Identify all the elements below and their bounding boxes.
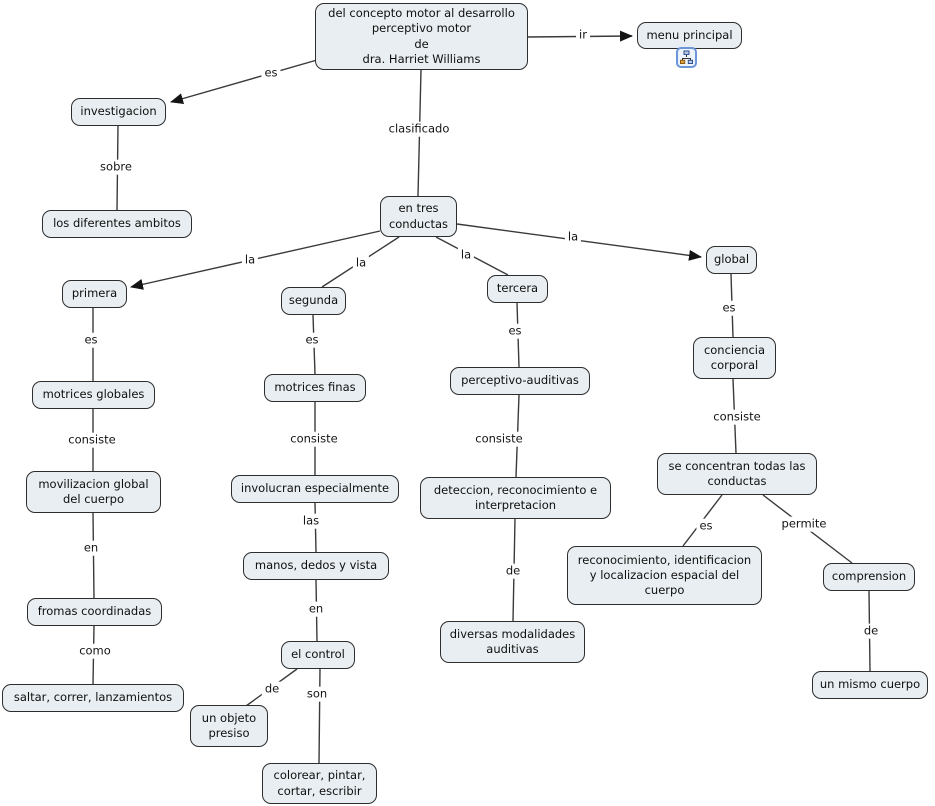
link-label-investigacion--los-diferentes-ambitos[interactable]: sobre — [97, 159, 135, 175]
link-label-en-tres-conductas--segunda[interactable]: la — [352, 255, 370, 271]
concept-node-global[interactable]: global — [706, 246, 757, 274]
concept-node-reconocimiento-espacial[interactable]: reconocimiento, identificacion y localiz… — [567, 546, 762, 605]
concept-node-label: motrices finas — [274, 380, 356, 395]
concept-node-tercera[interactable]: tercera — [487, 275, 548, 303]
concept-node-comprension[interactable]: comprension — [823, 563, 915, 591]
concept-node-primera[interactable]: primera — [62, 280, 127, 308]
concept-node-label: global — [713, 252, 750, 267]
link-label-global--conciencia-corporal[interactable]: es — [719, 300, 739, 316]
concept-node-label: perceptivo-auditivas — [461, 373, 579, 388]
concept-node-colorear-pintar[interactable]: colorear, pintar, cortar, escribir — [262, 763, 377, 804]
link-label-se-concentran--comprension[interactable]: permite — [778, 516, 830, 532]
concept-node-deteccion-reconocimiento[interactable]: deteccion, reconocimiento e interpretaci… — [420, 477, 611, 519]
concept-node-label: involucran especialmente — [240, 481, 390, 496]
concept-node-movilizacion-global[interactable]: movilizacion global del cuerpo — [26, 471, 161, 513]
concept-node-label: primera — [71, 286, 118, 301]
concept-node-motrices-finas[interactable]: motrices finas — [264, 374, 366, 402]
link-line-el-control--colorear-pintar — [318, 668, 321, 764]
link-label-manos-dedos-vista--el-control[interactable]: en — [305, 601, 327, 617]
cmap-resource-icon[interactable] — [676, 47, 697, 68]
concept-node-label: reconocimiento, identificacion y localiz… — [577, 552, 752, 598]
link-label-en-tres-conductas--tercera[interactable]: la — [457, 247, 475, 263]
concept-node-investigacion[interactable]: investigacion — [71, 98, 166, 126]
link-line-titulo--investigacion — [170, 59, 318, 104]
concept-node-label: menu principal — [646, 27, 733, 42]
concept-node-label: comprension — [831, 569, 907, 584]
concept-node-involucran-especialmente[interactable]: involucran especialmente — [231, 475, 399, 503]
concept-node-label: los diferentes ambitos — [53, 216, 181, 231]
concept-node-en-tres-conductas[interactable]: en tres conductas — [380, 196, 457, 237]
concept-node-label: del concepto motor al desarrollo percept… — [328, 6, 515, 66]
cmap-glyph-icon — [680, 50, 693, 65]
link-line-movilizacion-global--fromas-coordinadas — [92, 512, 95, 599]
concept-node-label: diversas modalidades auditivas — [449, 626, 576, 656]
concept-node-segunda[interactable]: segunda — [281, 287, 346, 315]
concept-node-el-control[interactable]: el control — [281, 641, 355, 669]
link-label-motrices-globales--movilizacion-global[interactable]: consiste — [65, 432, 119, 448]
link-label-deteccion-reconocimiento--diversas-modalidades[interactable]: de — [502, 563, 524, 579]
concept-node-label: motrices globales — [42, 387, 145, 402]
concept-node-label: saltar, correr, lanzamientos — [13, 690, 173, 705]
link-label-en-tres-conductas--global[interactable]: la — [564, 229, 582, 245]
link-label-primera--motrices-globales[interactable]: es — [81, 332, 101, 348]
link-label-titulo--investigacion[interactable]: es — [261, 65, 281, 81]
link-label-comprension--un-mismo-cuerpo[interactable]: de — [860, 623, 882, 639]
link-label-conciencia-corporal--se-concentran[interactable]: consiste — [710, 409, 764, 425]
link-label-motrices-finas--involucran-especialmente[interactable]: consiste — [287, 431, 341, 447]
concept-node-label: segunda — [288, 293, 339, 308]
concept-node-se-concentran[interactable]: se concentran todas las conductas — [657, 453, 817, 495]
link-label-titulo--en-tres-conductas[interactable]: clasificado — [385, 121, 453, 137]
concept-node-label: el control — [291, 647, 345, 662]
concept-node-label: manos, dedos y vista — [254, 558, 378, 573]
concept-node-label: investigacion — [80, 104, 157, 119]
concept-node-conciencia-corporal[interactable]: conciencia corporal — [693, 337, 776, 379]
concept-node-label: conciencia corporal — [703, 342, 766, 372]
link-label-involucran-especialmente--manos-dedos-vista[interactable]: las — [299, 513, 323, 529]
concept-node-label: fromas coordinadas — [37, 604, 152, 619]
concept-node-los-diferentes-ambitos[interactable]: los diferentes ambitos — [42, 210, 192, 238]
concept-node-label: deteccion, reconocimiento e interpretaci… — [433, 482, 598, 512]
concept-node-label: en tres conductas — [388, 201, 449, 231]
concept-node-manos-dedos-vista[interactable]: manos, dedos y vista — [243, 552, 389, 580]
concept-node-menu-principal[interactable]: menu principal — [637, 22, 742, 49]
concept-node-diversas-modalidades[interactable]: diversas modalidades auditivas — [440, 621, 585, 663]
concept-node-label: un mismo cuerpo — [819, 677, 921, 692]
concept-node-fromas-coordinadas[interactable]: fromas coordinadas — [27, 598, 162, 626]
link-label-el-control--colorear-pintar[interactable]: son — [303, 686, 331, 702]
concept-node-motrices-globales[interactable]: motrices globales — [32, 381, 155, 409]
link-label-se-concentran--reconocimiento-espacial[interactable]: es — [696, 518, 716, 534]
link-label-perceptivo-auditivas--deteccion-reconocimiento[interactable]: consiste — [472, 431, 526, 447]
concept-node-label: se concentran todas las conductas — [668, 458, 806, 488]
link-label-tercera--perceptivo-auditivas[interactable]: es — [505, 323, 525, 339]
link-label-en-tres-conductas--primera[interactable]: la — [241, 252, 259, 268]
concept-node-label: movilizacion global del cuerpo — [38, 476, 149, 506]
concept-node-perceptivo-auditivas[interactable]: perceptivo-auditivas — [450, 367, 590, 395]
link-label-movilizacion-global--fromas-coordinadas[interactable]: en — [80, 540, 102, 556]
link-label-titulo--menu-principal[interactable]: ir — [576, 27, 590, 43]
concept-node-label: tercera — [496, 281, 539, 296]
concept-node-label: colorear, pintar, cortar, escribir — [273, 768, 366, 798]
link-label-segunda--motrices-finas[interactable]: es — [302, 332, 322, 348]
concept-node-titulo[interactable]: del concepto motor al desarrollo percept… — [315, 3, 528, 70]
concept-node-saltar-correr[interactable]: saltar, correr, lanzamientos — [2, 684, 184, 712]
concept-node-un-mismo-cuerpo[interactable]: un mismo cuerpo — [812, 671, 928, 699]
link-label-fromas-coordinadas--saltar-correr[interactable]: como — [76, 643, 114, 659]
concept-node-label: un objeto presiso — [201, 710, 257, 740]
link-label-el-control--un-objeto-presiso[interactable]: de — [261, 681, 283, 697]
concept-node-un-objeto-presiso[interactable]: un objeto presiso — [190, 705, 268, 747]
